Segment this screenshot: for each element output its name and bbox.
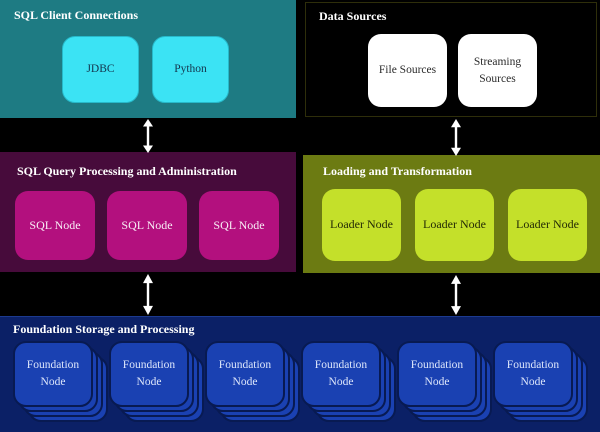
section-title: Loading and Transformation <box>323 164 472 178</box>
foundation-node: Foundation Node <box>493 341 573 407</box>
bidirectional-arrow-icon <box>141 274 155 315</box>
foundation-node: Foundation Node <box>301 341 381 407</box>
bidirectional-arrow-icon <box>141 119 155 153</box>
loader-node: Loader Node <box>322 189 401 261</box>
foundation-node: Foundation Node <box>397 341 477 407</box>
bidirectional-arrow-icon <box>449 119 463 156</box>
foundation-node-label: Foundation Node <box>26 358 80 388</box>
file-sources-node: File Sources <box>368 34 447 107</box>
foundation-node-stack: Foundation Node <box>493 341 589 423</box>
python-node-label: Python <box>174 63 207 76</box>
jdbc-node-label: JDBC <box>86 63 115 76</box>
sql-node: SQL Node <box>15 191 95 260</box>
section-data-sources: Data Sources File Sources Streaming Sour… <box>305 2 597 117</box>
sql-node-label: SQL Node <box>213 217 265 232</box>
streaming-sources-node: Streaming Sources <box>458 34 537 107</box>
section-sql-client-connections: SQL Client Connections JDBC Python <box>0 0 296 118</box>
bidirectional-arrow-icon <box>449 275 463 315</box>
foundation-node-label: Foundation Node <box>218 358 272 388</box>
foundation-node-stack: Foundation Node <box>13 341 109 423</box>
section-title: Data Sources <box>319 9 387 23</box>
section-loading-transformation: Loading and Transformation Loader Node L… <box>303 155 600 273</box>
foundation-node-stack: Foundation Node <box>109 341 205 423</box>
sql-node: SQL Node <box>107 191 187 260</box>
section-sql-query-processing: SQL Query Processing and Administration … <box>0 152 296 272</box>
section-title: SQL Query Processing and Administration <box>17 164 237 178</box>
foundation-node-label: Foundation Node <box>506 358 560 388</box>
section-foundation-storage: Foundation Storage and Processing Founda… <box>0 316 600 432</box>
sql-node-label: SQL Node <box>29 217 81 232</box>
section-title: Foundation Storage and Processing <box>13 322 195 336</box>
foundation-node-label: Foundation Node <box>314 358 368 388</box>
loader-node: Loader Node <box>508 189 587 261</box>
loader-node-label: Loader Node <box>423 217 486 232</box>
foundation-node-stack: Foundation Node <box>397 341 493 423</box>
loader-node-label: Loader Node <box>516 217 579 232</box>
sql-node-label: SQL Node <box>121 217 173 232</box>
foundation-node-stack: Foundation Node <box>205 341 301 423</box>
foundation-node: Foundation Node <box>205 341 285 407</box>
foundation-node-stack: Foundation Node <box>301 341 397 423</box>
foundation-node: Foundation Node <box>13 341 93 407</box>
section-title: SQL Client Connections <box>14 8 139 22</box>
loader-node: Loader Node <box>415 189 494 261</box>
python-node: Python <box>152 36 229 103</box>
file-sources-node-label: File Sources <box>378 64 437 77</box>
foundation-node-label: Foundation Node <box>122 358 176 388</box>
jdbc-node: JDBC <box>62 36 139 103</box>
sql-node: SQL Node <box>199 191 279 260</box>
streaming-sources-node-label: Streaming Sources <box>473 55 522 85</box>
foundation-node: Foundation Node <box>109 341 189 407</box>
foundation-node-label: Foundation Node <box>410 358 464 388</box>
loader-node-label: Loader Node <box>330 217 393 232</box>
